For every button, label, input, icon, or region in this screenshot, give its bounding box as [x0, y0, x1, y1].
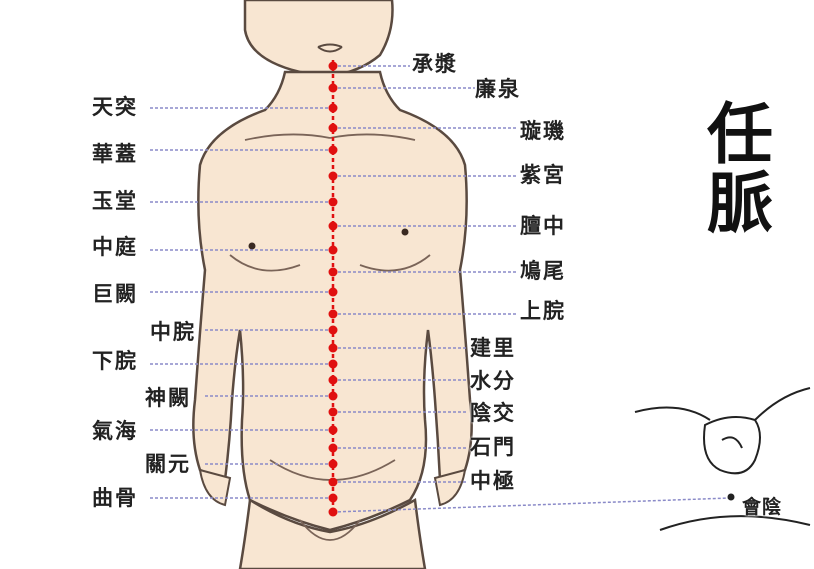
acupoint-dot	[328, 287, 338, 297]
label-chengjiang: 承漿	[412, 51, 458, 76]
label-yinjiao: 陰交	[470, 400, 516, 425]
meridian-title: 任 脈	[700, 95, 780, 243]
acupoint-markers	[328, 61, 735, 517]
acupoint-dot	[328, 407, 338, 417]
acupoint-dot	[328, 443, 338, 453]
label-huagai: 華蓋	[92, 141, 138, 166]
label-jianli: 建里	[470, 335, 516, 360]
acupoint-dot	[328, 391, 338, 401]
perineum-inset	[634, 387, 811, 531]
label-qugu: 曲骨	[92, 485, 138, 510]
acupoint-dot	[328, 507, 338, 517]
acupoint-dot	[328, 309, 338, 319]
acupoint-dot	[328, 245, 338, 255]
acupoint-dot	[328, 61, 338, 71]
acupoint-dot	[328, 103, 338, 113]
label-shangwan: 上脘	[520, 298, 566, 323]
nipples	[248, 228, 409, 250]
label-danzhong: 膻中	[520, 213, 566, 238]
title-line-2: 脈	[707, 164, 773, 243]
guide-lines	[150, 65, 731, 513]
acupoint-dot	[328, 267, 338, 277]
label-xuanji: 璇璣	[520, 118, 566, 143]
label-xiawan: 下脘	[92, 348, 138, 373]
acupoint-dot	[328, 325, 338, 335]
label-zhongting: 中庭	[92, 234, 138, 259]
label-huiyin: 會陰	[742, 496, 783, 518]
acupoint-dot	[328, 171, 338, 181]
label-lianquan: 廉泉	[475, 76, 521, 101]
label-zhongwan: 中脘	[150, 319, 196, 344]
label-shenque: 神闕	[145, 385, 191, 410]
guide-line-huiyin	[332, 497, 731, 513]
acupoint-dot	[328, 425, 338, 435]
label-juque: 巨闕	[92, 281, 138, 306]
title-line-1: 任	[707, 95, 773, 173]
label-shuifen: 水分	[470, 368, 516, 393]
acupoint-dot	[328, 459, 338, 469]
label-jiuwei: 鳩尾	[520, 258, 566, 283]
label-zigong: 紫宮	[520, 162, 566, 187]
acupoint-dot	[328, 359, 338, 369]
acupoint-dot	[328, 123, 338, 133]
acupoint-dot	[328, 197, 338, 207]
acupoint-dot	[328, 477, 338, 487]
label-guanyuan: 關元	[145, 451, 191, 476]
label-shimen: 石門	[470, 434, 516, 459]
acupoint-dot	[328, 83, 338, 93]
acupoint-dot	[328, 343, 338, 353]
label-zhongji: 中極	[470, 468, 516, 493]
label-yutang: 玉堂	[92, 188, 138, 213]
label-tiantu: 天突	[92, 94, 138, 119]
acupoint-dot-huiyin	[727, 493, 735, 501]
mouth	[317, 43, 343, 53]
hands	[198, 468, 467, 507]
acupoint-dot	[328, 145, 338, 155]
acupoint-dot	[328, 375, 338, 385]
label-qihai: 氣海	[92, 418, 138, 443]
acupoint-dot	[328, 493, 338, 503]
acupoint-dot	[328, 221, 338, 231]
